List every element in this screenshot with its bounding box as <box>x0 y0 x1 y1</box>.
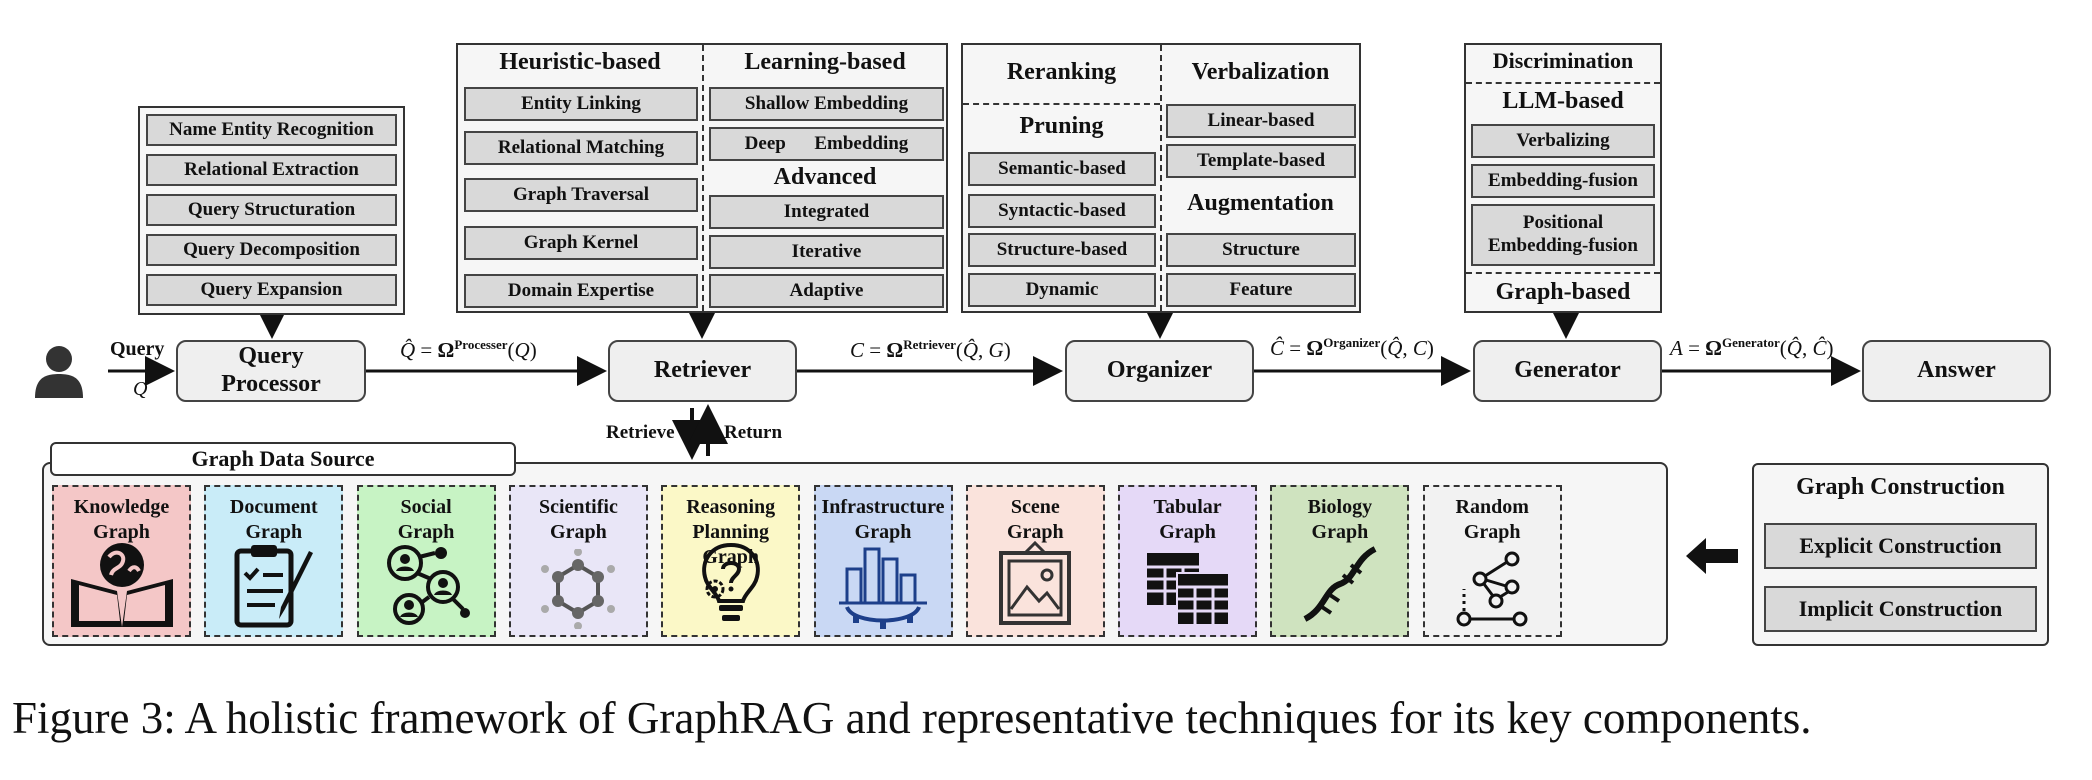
technique-item: Graph Traversal <box>464 178 698 212</box>
technique-item: Adaptive <box>709 274 944 308</box>
graph-card: Random Graph <box>1422 485 1562 637</box>
query-label: Query <box>110 338 165 360</box>
formula-organizer: Ĉ = ΩOrganizer(Q̂, C) <box>1270 335 1434 360</box>
technique-item: Integrated <box>709 195 944 229</box>
technique-item: Feature <box>1166 273 1356 307</box>
generator-node: Generator <box>1473 340 1662 402</box>
technique-item: Linear-based <box>1166 104 1356 138</box>
return-label: Return <box>724 422 783 443</box>
discrimination-header: Discrimination <box>1492 48 1634 73</box>
graph-card-label: Tabular Graph <box>1153 496 1222 543</box>
graph-card-label: Biology Graph <box>1307 496 1373 543</box>
organizer-node: Organizer <box>1065 340 1254 402</box>
graph-card: Knowledge Graph <box>52 485 191 637</box>
technique-item: Syntactic-based <box>968 194 1156 228</box>
answer-node: Answer <box>1862 340 2051 402</box>
technique-item: Template-based <box>1166 144 1356 178</box>
graph-card: Document Graph <box>204 485 344 637</box>
figure-caption: Figure 3: A holistic framework of GraphR… <box>12 693 1812 743</box>
pruning-header: Pruning <box>1019 113 1104 139</box>
graph-card-label: Random Graph <box>1455 496 1529 543</box>
graph-data-source-title: Graph Data Source <box>50 442 516 476</box>
graph-based-header: Graph-based <box>1495 279 1631 305</box>
technique-item: Structure-based <box>968 233 1156 267</box>
arrow-construction-to-source <box>1686 538 1738 574</box>
divider <box>1466 82 1660 84</box>
formula-retriever: C = ΩRetriever(Q̂, G) <box>850 337 1011 362</box>
technique-item: Query Expansion <box>146 274 397 306</box>
graph-card-label: Knowledge Graph <box>73 496 170 543</box>
graph-card: Tabular Graph <box>1118 485 1258 637</box>
technique-item: Structure <box>1166 233 1356 267</box>
technique-item: Shallow Embedding <box>709 87 944 121</box>
graph-card-label: Social Graph <box>397 496 455 543</box>
graph-card-label: Document Graph <box>229 496 318 543</box>
divider <box>1160 45 1162 311</box>
technique-item: Semantic-based <box>968 152 1156 186</box>
retrieve-label: Retrieve <box>606 422 675 443</box>
graph-card: Scientific Graph <box>508 485 648 637</box>
technique-item: Domain Expertise <box>464 274 698 308</box>
technique-item: Dynamic <box>968 273 1156 307</box>
technique-item: Graph Kernel <box>464 226 698 260</box>
retriever-node: Retriever <box>608 340 797 402</box>
graph-card-label: Infrastructure Graph <box>821 496 945 543</box>
reranking-header: Reranking <box>1006 59 1117 85</box>
graph-card-label: Reasoning Planning Graph <box>686 496 776 568</box>
technique-item: Relational Extraction <box>146 154 397 186</box>
technique-item: Verbalizing <box>1471 124 1655 158</box>
formula-generator: A = ΩGenerator(Q̂, Ĉ) <box>1670 335 1834 360</box>
learning-header: Learning-based <box>744 49 906 75</box>
technique-item: Relational Matching <box>464 131 698 165</box>
query-symbol: Q <box>133 378 148 400</box>
verbalization-header: Verbalization <box>1191 59 1330 85</box>
augmentation-header: Augmentation <box>1187 190 1334 216</box>
advanced-header: Advanced <box>773 164 877 190</box>
graph-card-label: Scene Graph <box>1006 496 1064 543</box>
technique-item: Embedding-fusion <box>1471 164 1655 198</box>
user-icon <box>35 346 83 398</box>
graph-card: Scene Graph <box>965 485 1105 637</box>
technique-item: Name Entity Recognition <box>146 114 397 146</box>
divider <box>702 45 704 311</box>
graph-card: Reasoning Planning Graph <box>661 485 801 637</box>
graph-construction-title: Graph Construction <box>1796 474 2005 500</box>
technique-item: Entity Linking <box>464 87 698 121</box>
technique-item: Deep Embedding <box>709 127 944 161</box>
llm-header: LLM-based <box>1502 88 1624 114</box>
technique-item: Query Decomposition <box>146 234 397 266</box>
formula-processor: Q̂ = ΩProcesser(Q) <box>400 337 537 362</box>
divider <box>963 103 1160 105</box>
heuristic-header: Heuristic-based <box>499 49 661 75</box>
graph-card: Biology Graph <box>1270 485 1410 637</box>
graph-card: Social Graph <box>356 485 496 637</box>
implicit-construction: Implicit Construction <box>1764 586 2037 632</box>
graph-card-label: Scientific Graph <box>538 496 618 543</box>
divider <box>1466 272 1660 274</box>
explicit-construction: Explicit Construction <box>1764 523 2037 569</box>
technique-item: Iterative <box>709 235 944 269</box>
graph-card: Infrastructure Graph <box>813 485 953 637</box>
technique-item: Positional Embedding-fusion <box>1471 204 1655 266</box>
technique-item: Query Structuration <box>146 194 397 226</box>
query-processor-node: Query Processor <box>176 340 366 402</box>
